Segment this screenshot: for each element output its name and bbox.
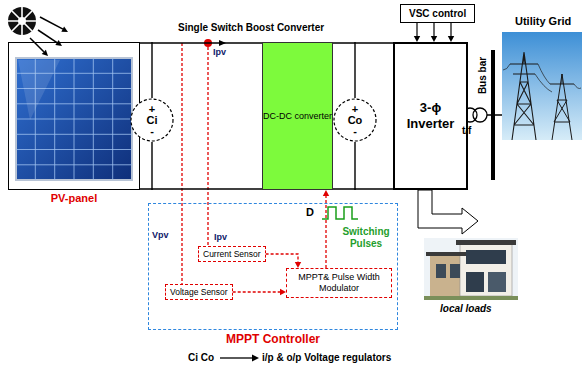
sunlight-arrow — [42, 50, 48, 56]
house-window — [466, 250, 506, 264]
sunlight-arrow — [61, 27, 68, 32]
sun-icon — [18, 17, 26, 25]
capacitor-circle: +Ci- — [130, 98, 174, 142]
note-arrow — [220, 357, 252, 358]
sun-icon — [8, 7, 36, 35]
part-name: t/f — [462, 125, 471, 136]
connector-line — [433, 23, 434, 36]
connector-line — [450, 23, 451, 36]
note-arrow — [252, 355, 259, 362]
solar-panel — [16, 58, 132, 180]
sunlight-arrow — [30, 17, 68, 56]
pv-panel-box: PV-panel — [8, 42, 140, 190]
sensor-box: Current Sensor — [198, 246, 266, 262]
house-roof — [456, 240, 516, 245]
solar-panel — [16, 58, 132, 180]
control-box: VSC control — [400, 4, 475, 23]
signal-name: Vpv — [152, 230, 169, 240]
bus-bar — [491, 50, 495, 180]
capacitor-circle: +Co- — [333, 98, 377, 142]
connector — [266, 254, 302, 268]
inverter-box: 3-ϕ Inverter — [393, 42, 468, 190]
connector — [323, 190, 329, 268]
connector-line — [140, 42, 262, 43]
transformer-symbol — [473, 108, 487, 122]
controller-region: MPPT ControllerCurrent SensorVoltage Sen… — [148, 203, 398, 330]
arrow-head — [323, 190, 329, 196]
part-name: Utility Grid — [515, 15, 571, 27]
connector-line — [325, 196, 326, 268]
connector-line — [140, 188, 262, 189]
panel-glare — [18, 60, 60, 120]
node-text: - — [353, 126, 357, 137]
note-text: Ci Co — [188, 352, 214, 363]
house-window — [466, 272, 484, 292]
pylon — [510, 52, 538, 140]
node-text: - — [150, 126, 154, 137]
node-text: Co — [348, 115, 363, 126]
part-name: Bus bar — [477, 56, 488, 93]
node-text: Voltage Sensor — [170, 287, 228, 297]
node-text: VSC control — [409, 8, 466, 19]
sunlight-arrow — [38, 30, 57, 43]
sunlight-arrow — [55, 40, 62, 46]
house-window — [488, 272, 506, 292]
connector-line — [233, 291, 280, 292]
pylon — [550, 74, 574, 140]
converter-box: DC-DC converter — [262, 42, 333, 190]
panel-grid — [16, 58, 132, 180]
node-text: Ci — [147, 115, 158, 126]
pulse-symbol — [322, 207, 358, 219]
node-text: Current Sensor — [203, 249, 261, 259]
connector — [414, 23, 454, 42]
connector-line — [333, 42, 393, 43]
house-picture — [460, 244, 512, 296]
node-text: + — [149, 104, 155, 115]
house-window — [436, 264, 446, 278]
sensor-box: Voltage Sensor — [165, 284, 233, 300]
connector-line — [333, 188, 393, 189]
grid-picture — [502, 32, 582, 140]
grid-picture — [502, 32, 582, 140]
sunlight-arrow — [30, 38, 44, 52]
capacitor-outline — [334, 99, 376, 141]
connector-line — [266, 254, 298, 262]
connector — [233, 289, 286, 295]
connector-line — [416, 23, 417, 36]
house-picture — [424, 238, 518, 300]
note-text: i/p & o/p Voltage regulators — [262, 352, 391, 363]
connector — [333, 43, 393, 189]
sunlight-arrow — [40, 17, 63, 29]
house-picture — [430, 256, 464, 296]
signal-name: D — [306, 206, 314, 218]
signal-name: Switching Pulses — [338, 226, 394, 250]
house-window — [450, 264, 460, 278]
house-roof — [426, 252, 468, 256]
house-picture — [424, 238, 518, 300]
signal-name: Ipv — [213, 47, 226, 57]
signal-name: Ipv — [214, 232, 227, 242]
node-text: + — [352, 104, 358, 115]
node-text: MPPT& Pulse Width Modulator — [290, 272, 388, 294]
modulator-box: MPPT& Pulse Width Modulator — [286, 268, 392, 298]
heading-text: MPPT Controller — [109, 332, 437, 346]
node-text: 3-ϕ Inverter — [395, 100, 466, 132]
house-ground — [424, 296, 518, 300]
power-line — [503, 64, 581, 92]
sun-ray — [8, 7, 36, 35]
load-arrow — [418, 190, 478, 234]
capacitor-outline — [131, 99, 173, 141]
sun-icon — [8, 7, 36, 35]
part-name: local loads — [440, 303, 492, 314]
node-text: DC-DC converter — [263, 111, 332, 122]
converter-title: Single Switch Boost Converter — [178, 22, 324, 33]
